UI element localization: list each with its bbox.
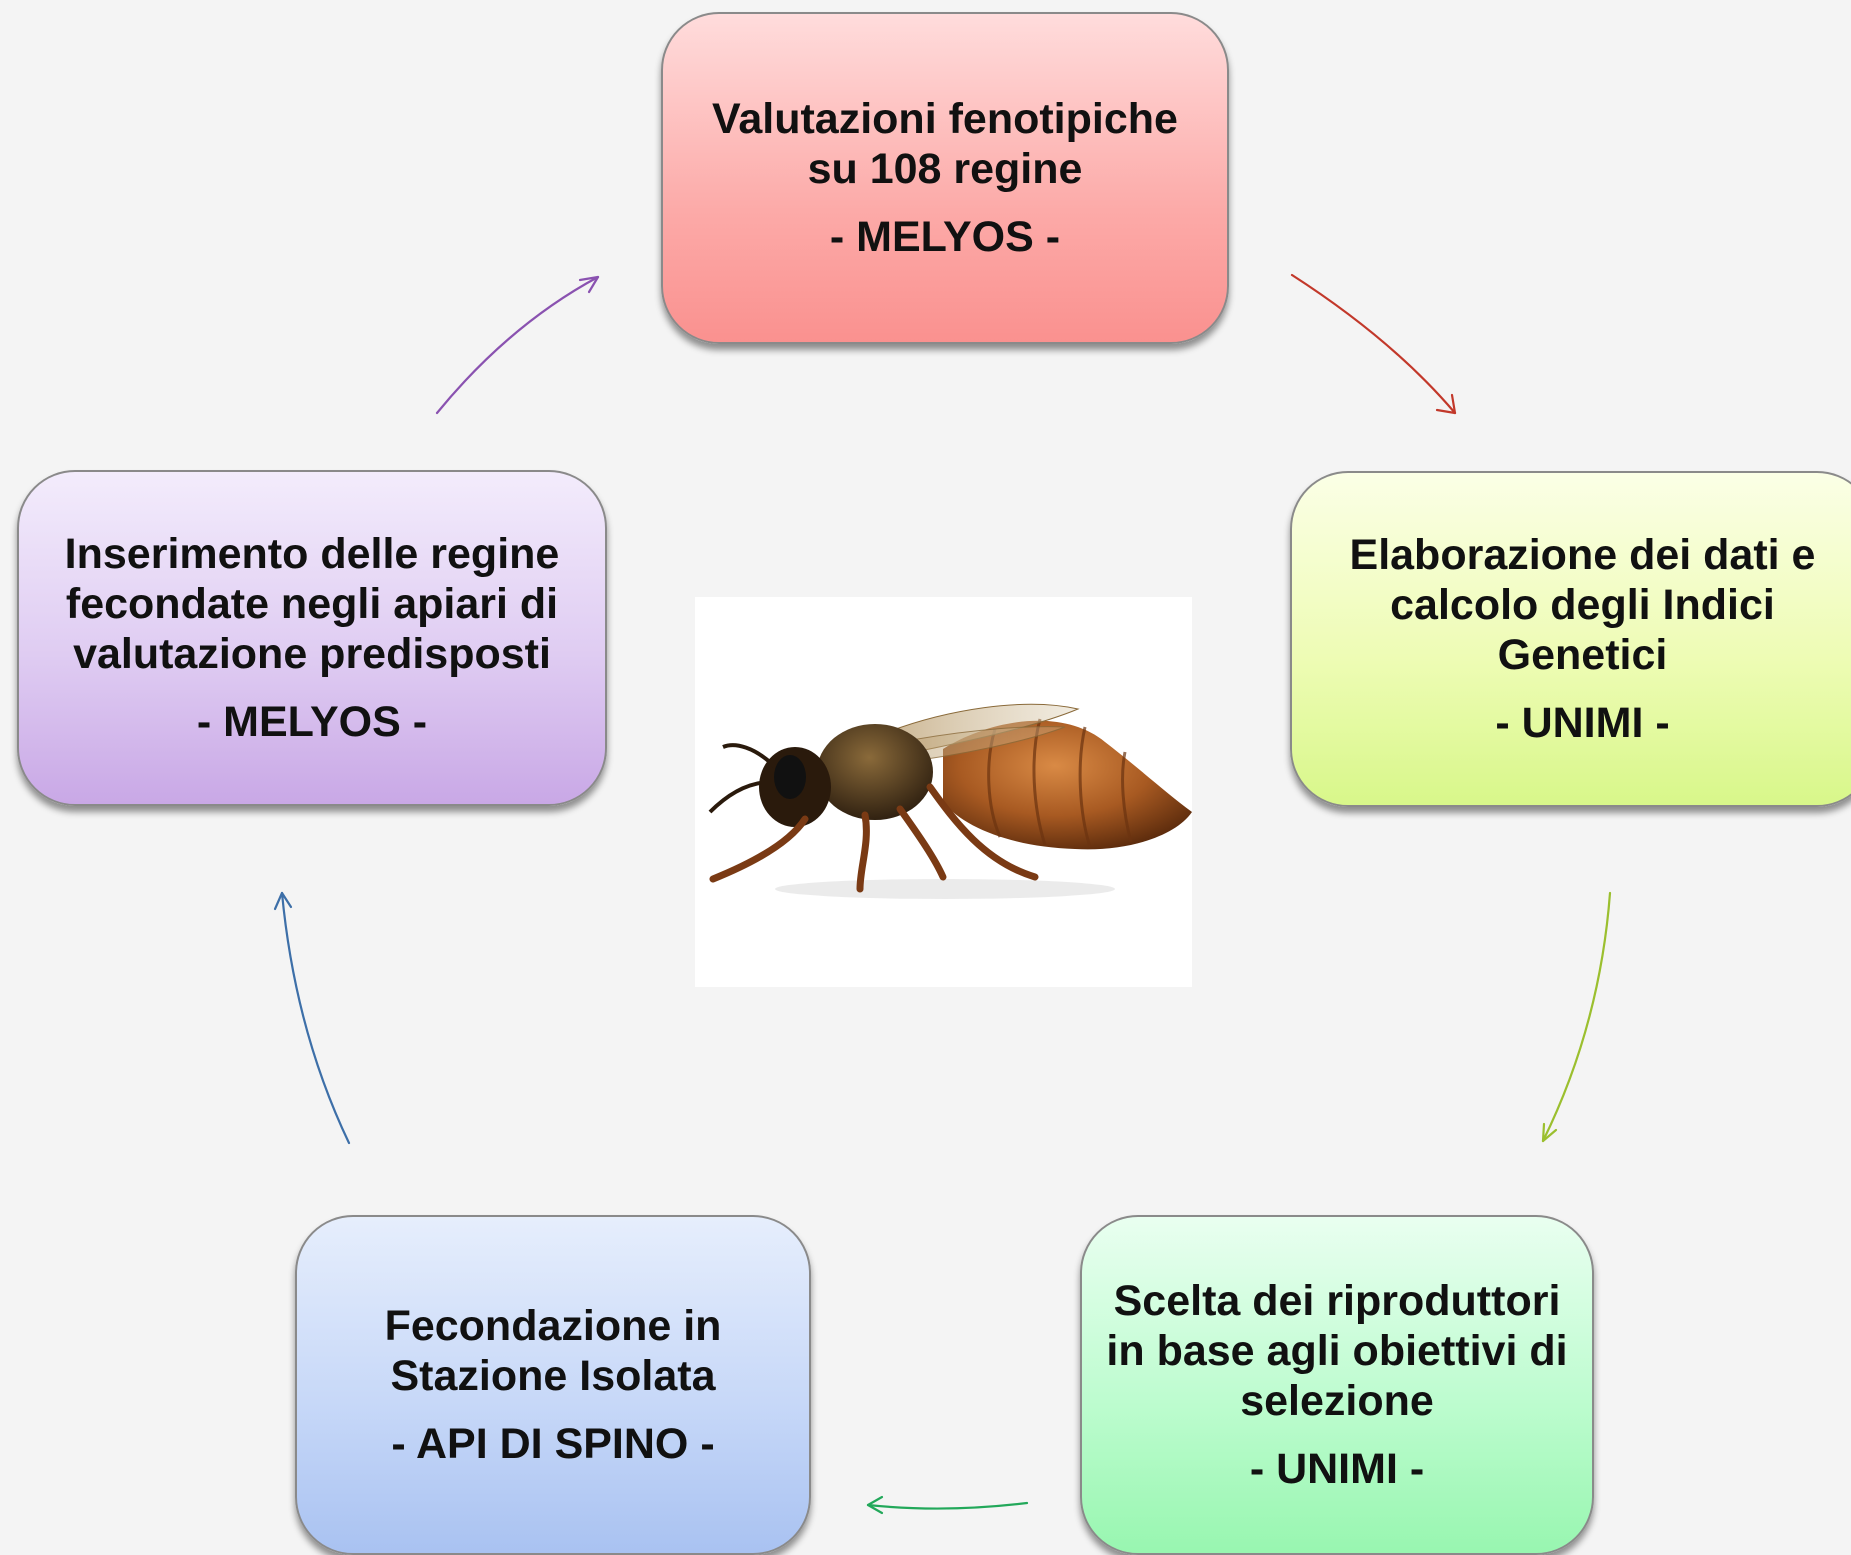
arrow-bottom-right-to-bottom-left: [866, 1495, 1029, 1515]
step-organization: - UNIMI -: [1495, 699, 1670, 747]
step-box-phenotypic-evaluation: Valutazioni fenotipiche su 108 regine - …: [661, 12, 1229, 344]
step-title: Inserimento delle regine fecondate negli…: [64, 530, 560, 678]
step-box-queen-insertion: Inserimento delle regine fecondate negli…: [17, 470, 607, 806]
step-title: Valutazioni fenotipiche su 108 regine: [712, 95, 1178, 193]
queen-bee-image: [695, 597, 1192, 987]
step-organization: - MELYOS -: [196, 698, 428, 746]
arrow-top-to-right: [1290, 273, 1457, 415]
step-organization: - UNIMI -: [1249, 1445, 1425, 1493]
arrow-right-to-bottom-right: [1541, 891, 1612, 1143]
step-title: Fecondazione in Stazione Isolata: [384, 1302, 722, 1400]
step-title: Elaborazione dei dati e calcolo degli In…: [1349, 531, 1816, 679]
step-organization: - API DI SPINO -: [391, 1420, 715, 1468]
step-box-genetic-indices: Elaborazione dei dati e calcolo degli In…: [1290, 471, 1851, 807]
queen-bee-illustration: [708, 703, 1192, 899]
step-organization: - MELYOS -: [829, 213, 1061, 261]
step-box-isolated-fertilization: Fecondazione in Stazione Isolata - API D…: [295, 1215, 811, 1555]
arrow-bottom-left-to-left: [273, 891, 351, 1145]
arrow-left-to-top: [435, 275, 600, 415]
step-title: Scelta dei riproduttori in base agli obi…: [1106, 1277, 1568, 1425]
step-box-breeder-selection: Scelta dei riproduttori in base agli obi…: [1080, 1215, 1594, 1555]
